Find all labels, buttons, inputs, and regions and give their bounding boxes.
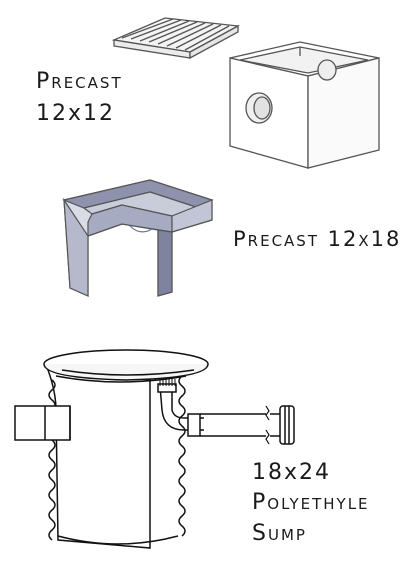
label-precast-12x12-line2: 12x12 [36, 101, 116, 126]
polyethylene-sump [14, 349, 295, 549]
grate-icon [111, 17, 241, 60]
precast-12x18-section [62, 179, 214, 297]
label-poly-line3: SUMP [252, 521, 307, 546]
label-precast-12x12-line1: PRECAST [36, 69, 123, 94]
label-poly-line2: POLYETHYLE [252, 490, 370, 515]
precast-12x12-box [229, 41, 380, 169]
label-poly-line1: 18x24 [252, 460, 332, 485]
label-precast-12x18: PRECAST 12x18 [233, 227, 402, 251]
